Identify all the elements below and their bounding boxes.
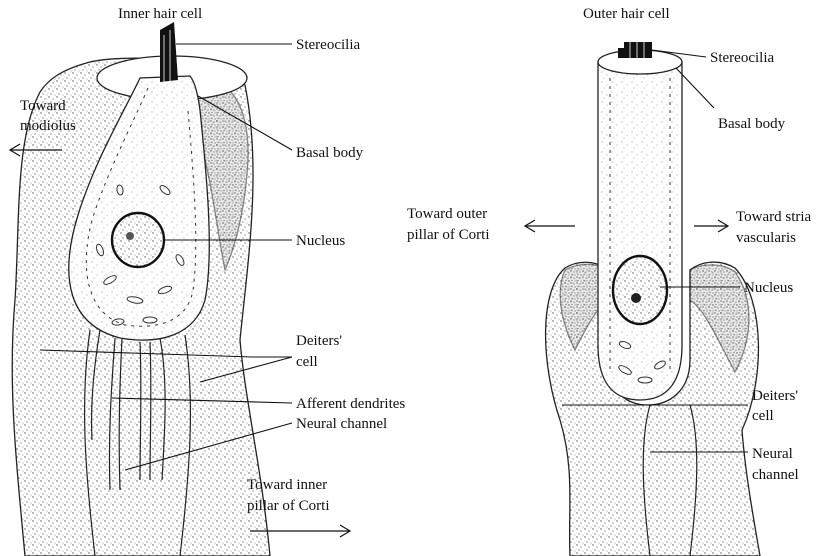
toward-outer-pillar-label-1: Toward outer: [407, 206, 487, 222]
outer-basal-body-label: Basal body: [718, 116, 786, 132]
inner-nucleus: [112, 213, 164, 267]
outer-deiters-label-2: cell: [752, 408, 774, 424]
arrow-toward-outer-pillar: [525, 220, 575, 232]
outer-nucleus: [613, 256, 667, 324]
inner-stereocilia-label: Stereocilia: [296, 37, 360, 53]
outer-nucleus-label: Nucleus: [744, 280, 793, 296]
inner-deiters-label-2: cell: [296, 354, 318, 370]
outer-stereocilia-bundle: [618, 42, 652, 58]
outer-neural-label-1: Neural: [752, 446, 793, 462]
inner-hair-cell-title: Inner hair cell: [118, 6, 202, 22]
afferent-dendrites-label: Afferent dendrites: [296, 396, 405, 412]
toward-modiolus-label-1: Toward: [20, 98, 66, 114]
toward-stria-label-2: vascularis: [736, 230, 796, 246]
inner-deiters-label-1: Deiters': [296, 333, 342, 349]
toward-modiolus-label-2: modiolus: [20, 118, 76, 134]
toward-stria-label-1: Toward stria: [736, 209, 812, 225]
toward-inner-pillar-label-2: pillar of Corti: [247, 498, 330, 514]
outer-neural-label-2: channel: [752, 467, 799, 483]
toward-inner-pillar-label-1: Toward inner: [247, 477, 327, 493]
inner-basal-body-label: Basal body: [296, 145, 364, 161]
inner-nucleus-label: Nucleus: [296, 233, 345, 249]
outer-hair-cell-title: Outer hair cell: [583, 6, 670, 22]
inner-neural-channel-label: Neural channel: [296, 416, 387, 432]
toward-outer-pillar-label-2: pillar of Corti: [407, 227, 490, 243]
arrow-toward-stria: [694, 220, 728, 232]
inner-stereocilia-bundle: [160, 22, 178, 82]
outer-deiters-label-1: Deiters': [752, 388, 798, 404]
outer-cell-body: [598, 62, 682, 400]
outer-stereocilia-label: Stereocilia: [710, 50, 774, 66]
